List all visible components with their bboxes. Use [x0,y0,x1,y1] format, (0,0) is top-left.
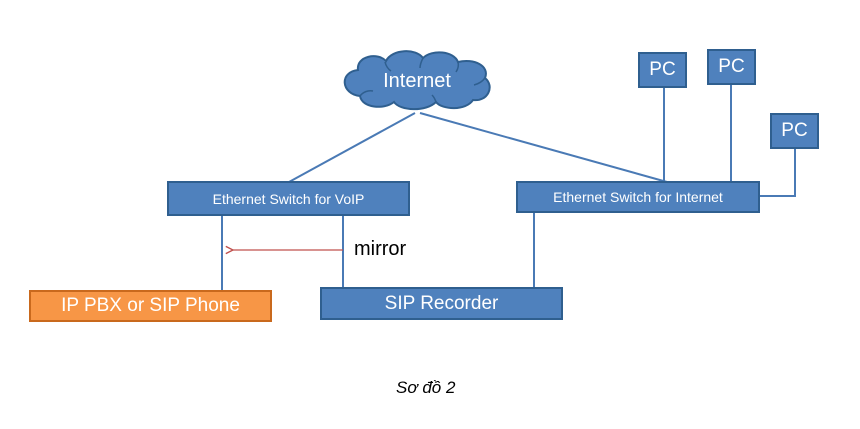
mirror-label: mirror [354,238,407,260]
diagram-caption: Sơ đồ 2 [396,378,456,397]
pc-label-1: PC [649,59,676,80]
pc-label-3: PC [781,120,808,141]
link-internet-voip-switch [288,112,416,183]
ethernet-switch-internet-label: Ethernet Switch for Internet [553,189,723,205]
pc-node-2: PC [707,49,756,85]
pc-label-2: PC [718,56,745,77]
ethernet-switch-voip: Ethernet Switch for VoIP [167,181,410,216]
internet-label: Internet [383,70,451,92]
ip-pbx-label: IP PBX or SIP Phone [61,295,240,316]
sip-recorder-node: SIP Recorder [320,287,563,320]
link-internet-internet-switch [419,112,668,183]
ip-pbx-node: IP PBX or SIP Phone [29,290,272,322]
sip-recorder-label: SIP Recorder [384,292,499,314]
ethernet-switch-voip-label: Ethernet Switch for VoIP [212,190,365,207]
ethernet-switch-internet: Ethernet Switch for Internet [516,181,760,213]
pc-node-1: PC [638,52,687,88]
link-pc3-switch [760,149,796,197]
internet-cloud-icon [343,50,491,111]
pc-node-3: PC [770,113,819,149]
